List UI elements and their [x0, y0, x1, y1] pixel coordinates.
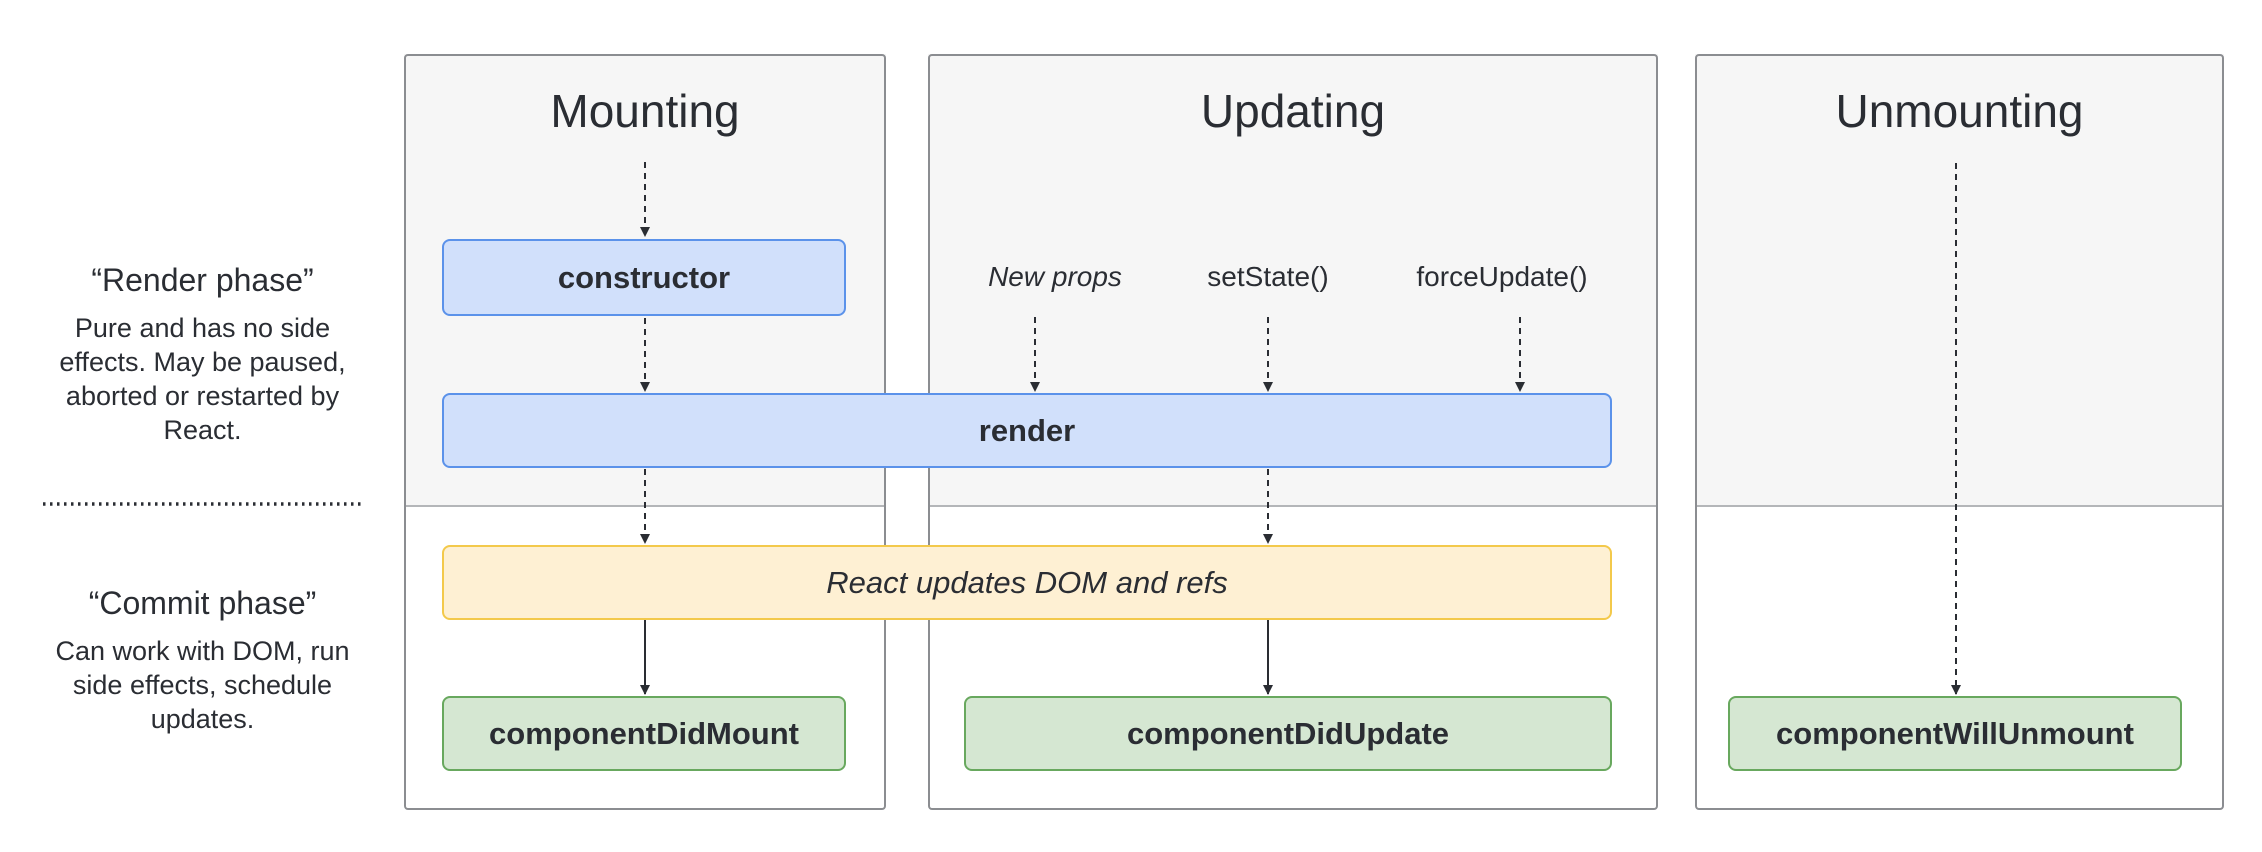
updating-phase-divider [928, 505, 1658, 507]
commit-phase-title: “Commit phase” [88, 585, 317, 621]
new-props-trigger: New props [988, 261, 1122, 292]
component-did-update-box: componentDidUpdate [964, 696, 1612, 771]
unmounting-render-region [1695, 54, 2224, 506]
mounting-title: Mounting [550, 85, 740, 137]
constructor-box: constructor [442, 239, 846, 316]
unmounting-title: Unmounting [1835, 85, 2084, 137]
force-update-trigger: forceUpdate() [1416, 261, 1588, 292]
component-will-unmount-box: componentWillUnmount [1728, 696, 2182, 771]
set-state-trigger: setState() [1207, 261, 1329, 292]
render-box: render [442, 393, 1612, 468]
unmounting-phase-divider [1695, 505, 2224, 507]
render-phase-description: Pure and has no side effects. May be pau… [59, 313, 346, 445]
unmounting-column [1695, 54, 2224, 810]
updating-title: Updating [1200, 85, 1386, 137]
render-phase-title: “Render phase” [91, 262, 314, 298]
commit-phase-description: Can work with DOM, run side effects, sch… [55, 636, 350, 734]
component-did-mount-box: componentDidMount [442, 696, 846, 771]
dom-update-box: React updates DOM and refs [442, 545, 1612, 620]
